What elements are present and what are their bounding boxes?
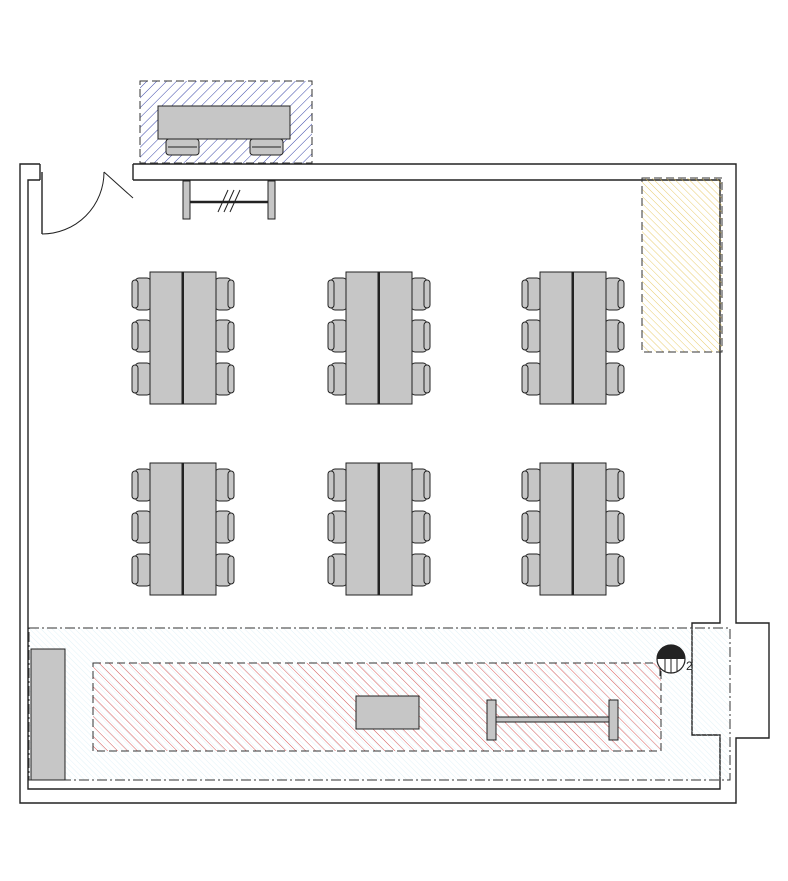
table-left bbox=[539, 462, 575, 596]
chair bbox=[327, 362, 348, 396]
chair bbox=[410, 277, 431, 311]
wall-cabinet bbox=[30, 648, 66, 781]
chair bbox=[521, 468, 542, 502]
table-group bbox=[131, 462, 235, 596]
chair bbox=[131, 468, 152, 502]
table-right bbox=[181, 271, 217, 405]
table-group bbox=[327, 462, 431, 596]
chair bbox=[131, 510, 152, 544]
chair bbox=[521, 362, 542, 396]
door bbox=[41, 171, 134, 235]
chair bbox=[410, 319, 431, 353]
chair bbox=[604, 468, 625, 502]
chair bbox=[131, 319, 152, 353]
exterior-bench bbox=[157, 105, 291, 140]
table-left bbox=[149, 271, 185, 405]
table-group bbox=[521, 271, 625, 405]
yellow-hatched-zone bbox=[641, 177, 723, 353]
chair bbox=[327, 468, 348, 502]
wall-rail bbox=[182, 180, 276, 220]
exterior-bench-zone bbox=[139, 80, 313, 164]
table-left bbox=[149, 462, 185, 596]
chair bbox=[131, 277, 152, 311]
chair bbox=[604, 319, 625, 353]
table-group bbox=[131, 271, 235, 405]
chair bbox=[521, 319, 542, 353]
chair bbox=[604, 553, 625, 587]
chair bbox=[521, 510, 542, 544]
table-group bbox=[521, 462, 625, 596]
chair bbox=[131, 362, 152, 396]
chair bbox=[327, 277, 348, 311]
chair bbox=[521, 553, 542, 587]
chair bbox=[131, 553, 152, 587]
chair bbox=[604, 277, 625, 311]
chair bbox=[410, 553, 431, 587]
chair bbox=[327, 510, 348, 544]
table-groups bbox=[131, 271, 625, 596]
marker-label: 2 bbox=[686, 659, 693, 673]
table-left bbox=[539, 271, 575, 405]
chair bbox=[327, 319, 348, 353]
bar-fixture bbox=[486, 699, 619, 741]
table-left bbox=[345, 462, 381, 596]
chair bbox=[214, 468, 235, 502]
chair bbox=[410, 510, 431, 544]
chair bbox=[521, 277, 542, 311]
table-right bbox=[377, 271, 413, 405]
chair bbox=[214, 319, 235, 353]
chair bbox=[410, 362, 431, 396]
table-right bbox=[571, 462, 607, 596]
chair bbox=[410, 468, 431, 502]
table-right bbox=[571, 271, 607, 405]
table-left bbox=[345, 271, 381, 405]
marker-symbol: 2 bbox=[656, 644, 693, 676]
chair bbox=[214, 510, 235, 544]
table-group bbox=[327, 271, 431, 405]
table-right bbox=[181, 462, 217, 596]
outer-wall bbox=[19, 163, 770, 804]
chair bbox=[327, 553, 348, 587]
chair bbox=[604, 362, 625, 396]
equipment-box bbox=[355, 695, 420, 730]
chair bbox=[604, 510, 625, 544]
table-right bbox=[377, 462, 413, 596]
chair bbox=[214, 553, 235, 587]
chair bbox=[214, 362, 235, 396]
chair bbox=[214, 277, 235, 311]
